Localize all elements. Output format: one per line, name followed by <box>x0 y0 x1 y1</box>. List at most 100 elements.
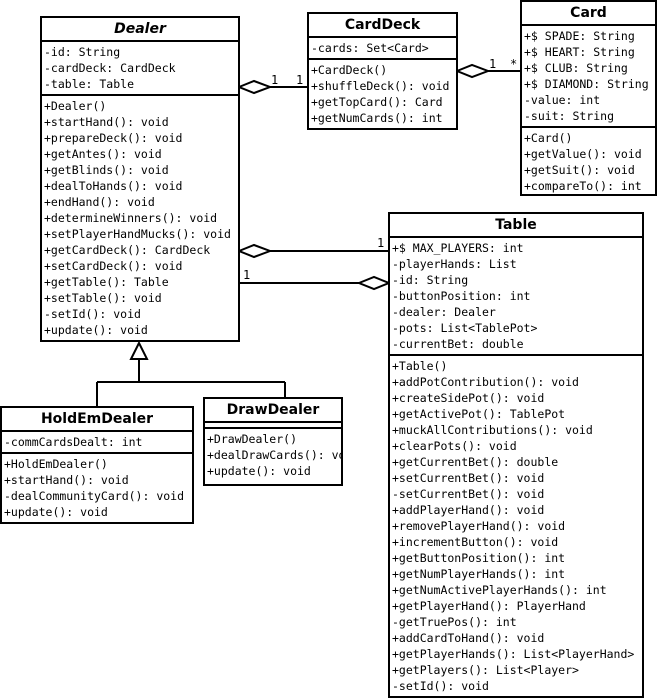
attribute-row: -playerHands: List <box>392 257 517 271</box>
method-row: +Dealer() <box>44 99 107 113</box>
method-row: +getNumCards(): int <box>311 111 443 125</box>
method-row: +addCardToHand(): void <box>392 631 545 645</box>
method-row: +getBlinds(): void <box>44 163 169 177</box>
class-holdemdealer: HoldEmDealer -commCardsDealt: int +HoldE… <box>0 406 194 524</box>
attribute-row: +$ MAX_PLAYERS: int <box>392 241 524 255</box>
method-row: +getPlayers(): List<Player> <box>392 663 579 677</box>
method-row: +shuffleDeck(): void <box>311 79 450 93</box>
methods-section: +DrawDealer() +dealDrawCards(): void +upda… <box>205 429 341 481</box>
method-row: +getNumPlayerHands(): int <box>392 567 566 581</box>
method-row: +removePlayerHand(): void <box>392 519 566 533</box>
method-row: +update(): void <box>4 505 108 519</box>
method-row: -setCurrentBet(): void <box>392 487 545 501</box>
method-row: +muckAllContributions(): void <box>392 423 593 437</box>
method-row: +incrementButton(): void <box>392 535 559 549</box>
method-row: +compareTo(): int <box>524 179 642 193</box>
method-row: +Card() <box>524 131 573 145</box>
class-name: DrawDealer <box>205 399 341 423</box>
method-row: -dealCommunityCard(): void <box>4 489 185 503</box>
class-dealer: Dealer -id: String -cardDeck: CardDeck -ta… <box>40 16 240 342</box>
class-name: Card <box>522 2 655 26</box>
method-row: +getCurrentBet(): double <box>392 455 559 469</box>
method-row: +getSuit(): void <box>524 163 635 177</box>
class-name: HoldEmDealer <box>2 408 192 432</box>
method-row: +getPlayerHand(): PlayerHand <box>392 599 586 613</box>
method-row: +HoldEmDealer() <box>4 457 108 471</box>
aggregation-diamond <box>236 79 273 95</box>
method-row: +setPlayerHandMucks(): void <box>44 227 231 241</box>
method-row: +DrawDealer() <box>207 432 298 446</box>
method-row: +getButtonPosition(): int <box>392 551 566 565</box>
methods-section: +CardDeck() +shuffleDeck(): void +getTopCa… <box>309 60 456 128</box>
method-row: +setTable(): void <box>44 291 162 305</box>
attribute-row: +$ CLUB: String <box>524 61 628 75</box>
multiplicity-label: 1 <box>243 268 251 282</box>
attributes-section: -cards: Set<Card> <box>309 38 456 60</box>
method-row: +dealToHands(): void <box>44 179 183 193</box>
methods-section: +Table()+addPotContribution(): void+crea… <box>390 356 642 696</box>
aggregation-diamond <box>356 275 392 291</box>
attribute-row: -commCardsDealt: int <box>4 435 143 449</box>
method-row: +addPlayerHand(): void <box>392 503 545 517</box>
attribute-row: -cardDeck: CardDeck <box>44 61 176 75</box>
method-row: +getNumActivePlayerHands(): int <box>392 583 607 597</box>
attributes-section: -commCardsDealt: int <box>2 432 192 454</box>
class-drawdealer: DrawDealer +DrawDealer() +dealDrawCards()… <box>203 397 343 486</box>
method-row: +prepareDeck(): void <box>44 131 183 145</box>
class-name: Dealer <box>42 18 238 42</box>
multiplicity-label: 1 <box>377 236 385 250</box>
class-card: Card +$ SPADE: String+$ HEART: String+$ … <box>520 0 657 196</box>
class-table: Table +$ MAX_PLAYERS: int -playerHands: L… <box>388 212 644 698</box>
attribute-row: -currentBet: double <box>392 337 524 351</box>
attribute-row: +$ SPADE: String <box>524 29 635 43</box>
attribute-row: -dealer: Dealer <box>392 305 496 319</box>
method-row: +endHand(): void <box>44 195 155 209</box>
method-row: +startHand(): void <box>44 115 169 129</box>
attributes-section: +$ SPADE: String +$ HEART: String +$ CLUB:… <box>522 26 655 128</box>
method-row: +addPotContribution(): void <box>392 375 579 389</box>
method-row: +setCurrentBet(): void <box>392 471 545 485</box>
methods-section: +Dealer() +startHand(): void +prepareDeck(… <box>42 96 238 340</box>
attribute-row: -id: String <box>392 273 469 287</box>
method-row: +getPlayerHands(): List<PlayerHand> <box>392 647 635 661</box>
multiplicity-label: 1 <box>489 57 497 71</box>
multiplicity-label: * <box>510 57 518 71</box>
method-row: +getCardDeck(): CardDeck <box>44 243 211 257</box>
method-row: -getTruePos(): int <box>392 615 517 629</box>
method-row: +getTopCard(): Card <box>311 95 443 109</box>
class-name: Table <box>390 214 642 238</box>
attributes-section <box>205 423 341 429</box>
aggregation-diamond <box>454 63 491 79</box>
method-row: +dealDrawCards(): void <box>207 448 341 462</box>
attribute-row: -pots: List<TablePot> <box>392 321 538 335</box>
method-row: +getActivePot(): TablePot <box>392 407 566 421</box>
attribute-row: +$ HEART: String <box>524 45 635 59</box>
method-row: +startHand(): void <box>4 473 129 487</box>
method-row: +update(): void <box>44 323 148 337</box>
method-row: -setId(): void <box>392 679 489 693</box>
attribute-row: -table: Table <box>44 77 135 91</box>
method-row: +getValue(): void <box>524 147 642 161</box>
method-row: +getTable(): Table <box>44 275 169 289</box>
attributes-section: +$ MAX_PLAYERS: int -playerHands: List -id… <box>390 238 642 356</box>
attribute-row: +$ DIAMOND: String <box>524 77 649 91</box>
attributes-section: -id: String -cardDeck: CardDeck -table: Ta… <box>42 42 238 96</box>
method-row: +CardDeck() <box>311 63 388 77</box>
method-row: +update(): void <box>207 464 311 478</box>
attribute-row: -suit: String <box>524 109 615 123</box>
multiplicity-label: 1 <box>296 73 304 87</box>
class-carddeck: CardDeck -cards: Set<Card> +CardDeck()+s… <box>307 12 458 130</box>
attribute-row: -buttonPosition: int <box>392 289 531 303</box>
method-row: -setId(): void <box>44 307 141 321</box>
attribute-row: -value: int <box>524 93 601 107</box>
method-row: +clearPots(): void <box>392 439 517 453</box>
method-row: +determineWinners(): void <box>44 211 218 225</box>
method-row: +setCardDeck(): void <box>44 259 183 273</box>
methods-section: +Card() +getValue(): void +getSuit(): void… <box>522 128 655 196</box>
method-row: +getAntes(): void <box>44 147 162 161</box>
attribute-row: -cards: Set<Card> <box>311 41 429 55</box>
inheritance-arrow <box>129 340 149 360</box>
attribute-row: -id: String <box>44 45 121 59</box>
method-row: +Table() <box>392 359 448 373</box>
